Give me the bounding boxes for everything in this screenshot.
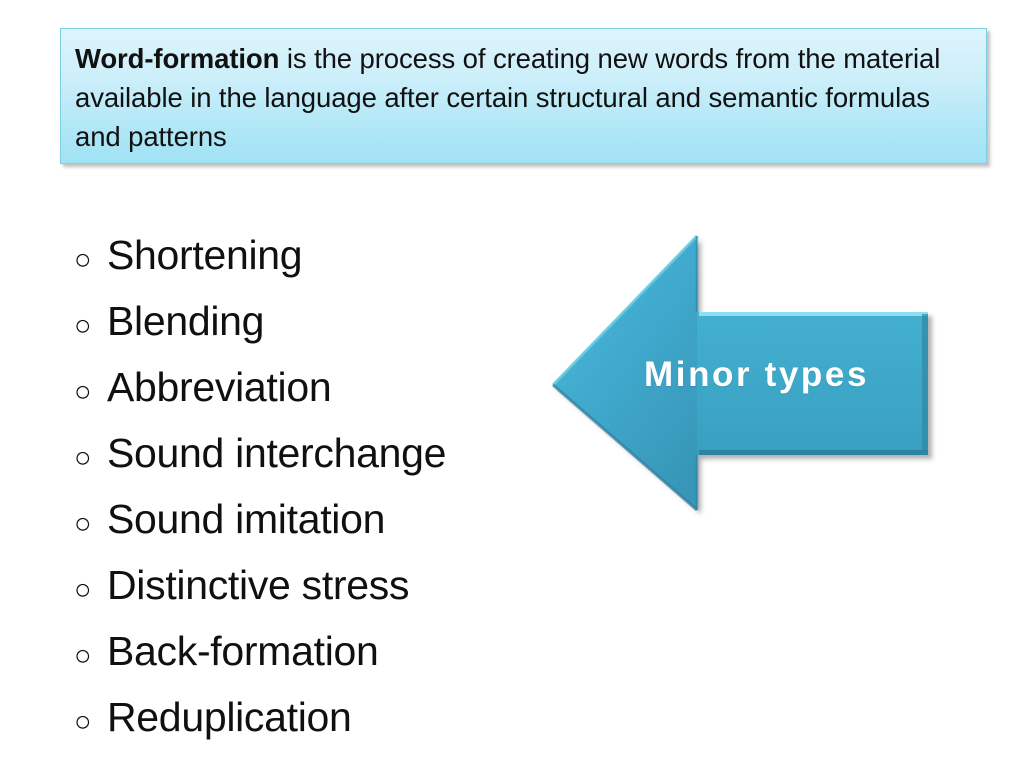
circle-bullet-icon: ○ bbox=[74, 640, 92, 672]
list-item[interactable]: ○ Reduplication bbox=[74, 684, 544, 750]
arrow-right-edge bbox=[922, 314, 928, 455]
minor-types-arrow: Minor types bbox=[548, 228, 940, 522]
left-arrow-icon bbox=[551, 234, 928, 512]
definition-banner: Word-formation is the process of creatin… bbox=[60, 28, 987, 164]
list-item[interactable]: ○ Shortening bbox=[74, 222, 544, 288]
definition-text: Word-formation is the process of creatin… bbox=[75, 39, 972, 156]
list-item[interactable]: ○ Sound imitation bbox=[74, 486, 544, 552]
list-item-label: Distinctive stress bbox=[107, 562, 410, 608]
arrow-bottom-edge bbox=[699, 450, 928, 455]
circle-bullet-icon: ○ bbox=[74, 508, 92, 540]
list-item-label: Sound interchange bbox=[107, 430, 447, 476]
list-item-label: Abbreviation bbox=[107, 364, 332, 410]
circle-bullet-icon: ○ bbox=[74, 244, 92, 276]
arrow-top-highlight bbox=[699, 312, 928, 316]
arrow-head-facet bbox=[553, 236, 697, 510]
circle-bullet-icon: ○ bbox=[74, 442, 92, 474]
definition-lead-term: Word-formation bbox=[75, 43, 280, 74]
list-item[interactable]: ○ Distinctive stress bbox=[74, 552, 544, 618]
definition-body-text: is the process of creating new words fro… bbox=[75, 43, 941, 152]
list-item[interactable]: ○ Blending bbox=[74, 288, 544, 354]
list-item-label: Reduplication bbox=[107, 694, 352, 740]
circle-bullet-icon: ○ bbox=[74, 310, 92, 342]
circle-bullet-icon: ○ bbox=[74, 706, 92, 738]
list-item-label: Shortening bbox=[107, 232, 303, 278]
list-item-label: Sound imitation bbox=[107, 496, 386, 542]
arrow-upper-diagonal-highlight bbox=[551, 234, 699, 387]
list-item[interactable]: ○ Back-formation bbox=[74, 618, 544, 684]
circle-bullet-icon: ○ bbox=[74, 574, 92, 606]
list-item[interactable]: ○ Abbreviation bbox=[74, 354, 544, 420]
list-item-label: Blending bbox=[107, 298, 265, 344]
minor-types-list: ○ Shortening ○ Blending ○ Abbreviation ○… bbox=[74, 222, 544, 750]
list-item[interactable]: ○ Sound interchange bbox=[74, 420, 544, 486]
list-item-label: Back-formation bbox=[107, 628, 379, 674]
circle-bullet-icon: ○ bbox=[74, 376, 92, 408]
arrow-lower-diagonal-edge bbox=[552, 383, 698, 512]
